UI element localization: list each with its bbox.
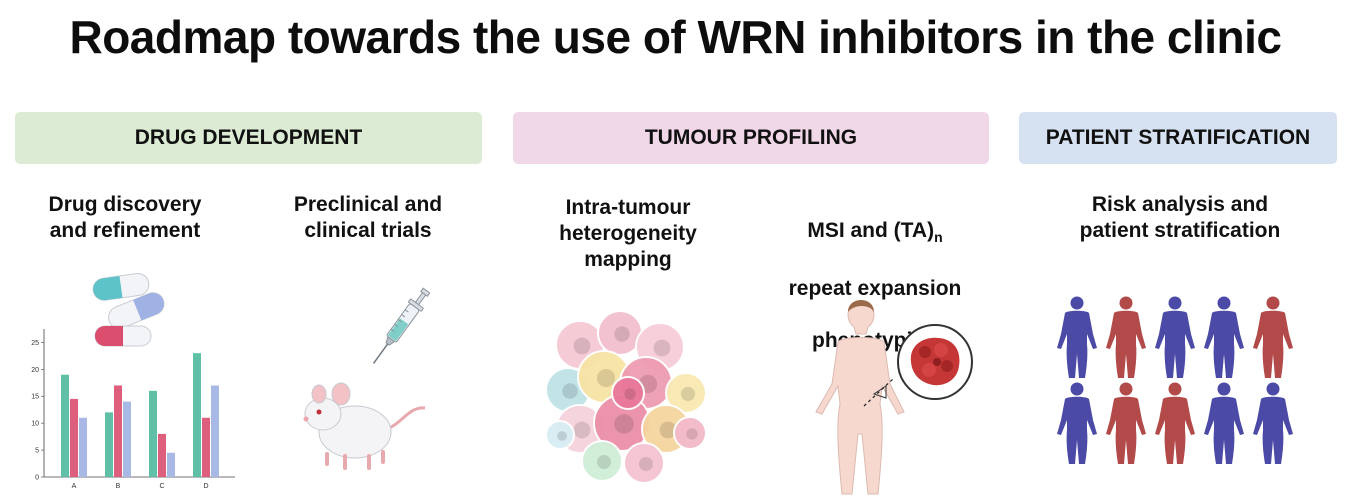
patient-figure	[1106, 296, 1146, 378]
human-figure-icon	[815, 300, 905, 495]
bar	[61, 374, 69, 477]
y-tick-label: 25	[31, 340, 39, 347]
bar	[193, 353, 201, 477]
banner-drug-development: DRUG DEVELOPMENT	[15, 112, 482, 164]
cell-nucleus	[597, 455, 611, 469]
banner-tumour-profiling: TUMOUR PROFILING	[513, 112, 989, 164]
msi-subscript: n	[934, 229, 943, 245]
cell-nucleus	[557, 431, 567, 441]
tumour-cell	[545, 420, 575, 450]
step-heterogeneity-mapping: Intra-tumour heterogeneity mapping	[559, 196, 697, 271]
bar	[167, 452, 175, 477]
bar	[211, 385, 219, 477]
patient-figure	[1204, 382, 1244, 464]
y-tick-label: 20	[31, 367, 39, 374]
tumour-cell	[581, 440, 623, 482]
cell-nucleus	[573, 337, 591, 355]
pills-icon	[92, 272, 165, 347]
cell-nucleus	[596, 368, 616, 388]
bar	[70, 398, 78, 477]
cell-nucleus	[573, 421, 591, 439]
page-title: Roadmap towards the use of WRN inhibitor…	[69, 11, 1282, 63]
y-tick-label: 5	[35, 448, 39, 455]
bar	[105, 412, 113, 477]
mouse-icon	[303, 382, 426, 470]
y-tick-label: 15	[31, 394, 39, 401]
bar	[123, 401, 131, 477]
cell-nucleus	[624, 388, 636, 400]
cell-nucleus	[686, 428, 698, 440]
step-risk-analysis: Risk analysis and patient stratification	[1079, 193, 1281, 242]
bar	[114, 385, 122, 477]
x-tick-label: D	[203, 483, 208, 490]
syringe-icon	[372, 287, 431, 364]
cell-nucleus	[659, 421, 677, 439]
msi-line-2: repeat expansion	[788, 277, 962, 300]
y-tick-label: 10	[31, 421, 39, 428]
bar	[202, 417, 210, 477]
x-tick-label: A	[72, 483, 77, 490]
step-preclinical-trials: Preclinical and clinical trials	[293, 193, 443, 242]
bar-chart: 0 5 10 15 20 25A B C D	[31, 329, 235, 490]
cell-nucleus	[681, 387, 695, 401]
patient-figure	[1155, 296, 1195, 378]
cell-nucleus	[614, 414, 634, 434]
patient-figures	[1057, 296, 1293, 464]
patient-figure	[1057, 296, 1097, 378]
msi-text: MSI and (TA)	[807, 219, 935, 242]
patient-figure	[1204, 296, 1244, 378]
tumour-cell	[673, 416, 707, 450]
cell-nucleus	[562, 383, 578, 399]
tumour-cells-icon	[545, 310, 707, 484]
cell-nucleus	[614, 326, 630, 342]
patient-figure	[1253, 296, 1293, 378]
step-drug-discovery: Drug discovery and refinement	[48, 193, 202, 242]
patient-figure	[1106, 382, 1146, 464]
patient-figure	[1057, 382, 1097, 464]
x-tick-label: B	[116, 483, 121, 490]
tumour-zoom-icon	[897, 324, 973, 400]
tumour-cell	[623, 442, 665, 484]
tumour-cell	[611, 376, 645, 410]
cell-nucleus	[639, 457, 653, 471]
bar	[158, 433, 166, 477]
patient-figure	[1253, 382, 1293, 464]
tumour-cell	[665, 372, 707, 414]
x-tick-label: C	[159, 483, 164, 490]
banner-patient-stratification: PATIENT STRATIFICATION	[1019, 112, 1337, 164]
bar	[149, 390, 157, 477]
cell-nucleus	[653, 339, 671, 357]
y-tick-label: 0	[35, 475, 39, 482]
bar	[79, 417, 87, 477]
patient-figure	[1155, 382, 1195, 464]
